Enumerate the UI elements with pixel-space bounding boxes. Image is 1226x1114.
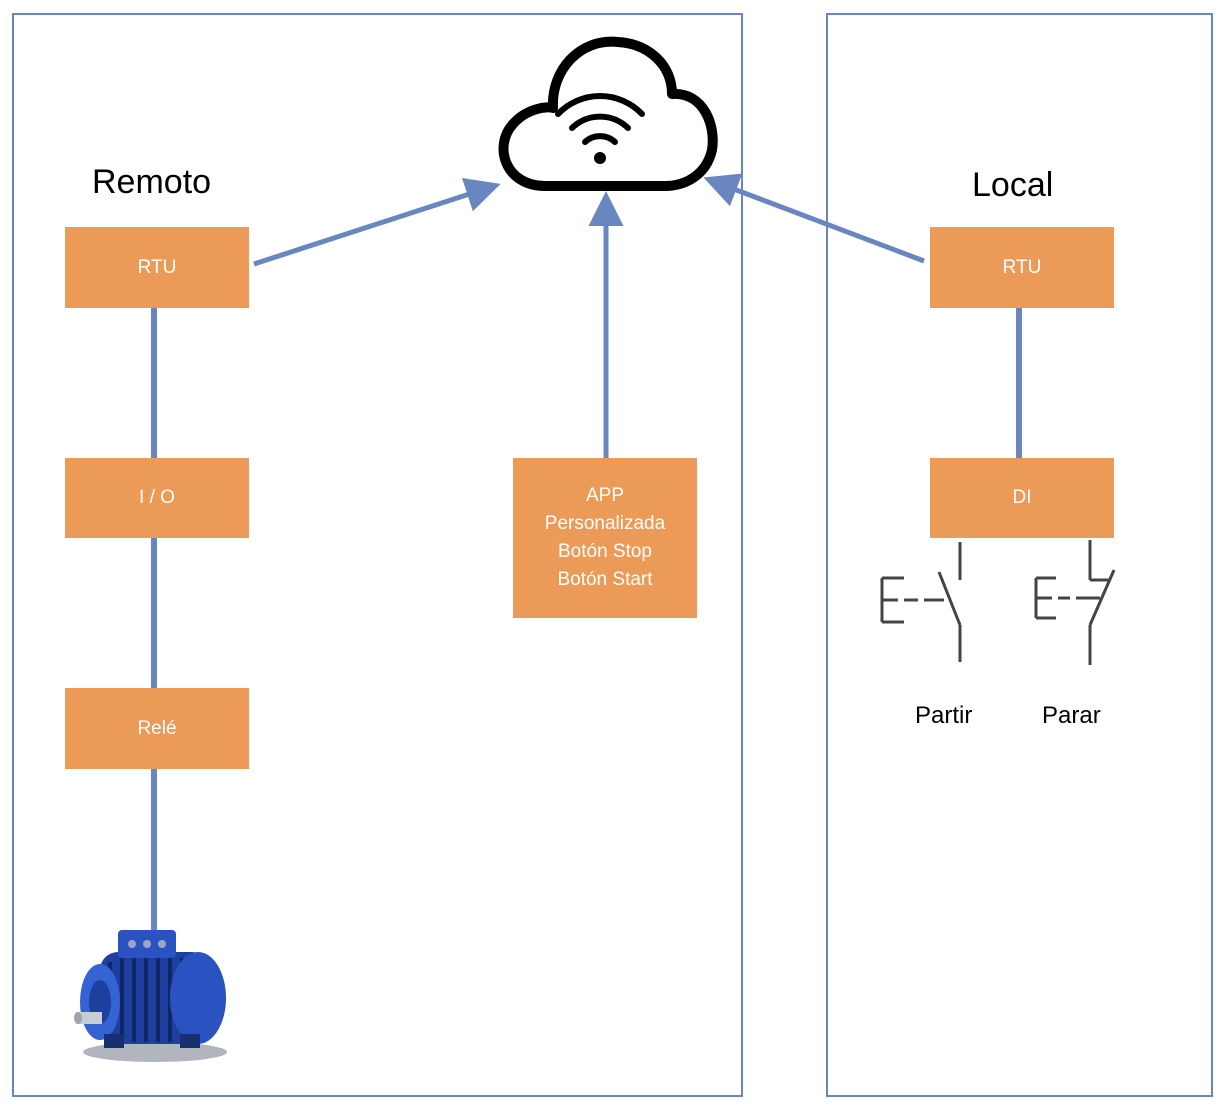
stop-switch-label: Parar	[1042, 702, 1101, 729]
remote-section-title: Remoto	[92, 163, 212, 201]
app-box: APP Personalizada Botón Stop Botón Start	[513, 458, 697, 618]
arrow-remote-rtu-to-cloud	[253, 178, 501, 267]
remote-rtu-box: RTU	[65, 227, 249, 308]
start-pushbutton-icon	[880, 542, 962, 662]
arrow-local-rtu-to-cloud	[703, 173, 925, 264]
di-box: DI	[930, 458, 1114, 538]
local-panel	[826, 13, 1213, 1097]
app-line-4: Botón Start	[557, 569, 653, 590]
di-label: DI	[1012, 487, 1032, 508]
cloud-wifi-icon	[498, 36, 718, 191]
stop-pushbutton-icon	[1034, 540, 1116, 665]
remote-rtu-label: RTU	[137, 256, 177, 278]
app-line-2: Personalizada	[544, 513, 666, 534]
io-box: I / O	[65, 458, 249, 538]
rele-box: Relé	[65, 688, 249, 769]
io-label: I / O	[139, 487, 175, 508]
remote-panel	[12, 13, 743, 1097]
electric-motor-icon	[74, 930, 227, 1062]
app-line-3: Botón Stop	[557, 541, 653, 562]
local-rtu-label: RTU	[1002, 256, 1042, 278]
local-rtu-box: RTU	[930, 227, 1114, 308]
start-switch-label: Partir	[915, 702, 973, 729]
app-line-1: APP	[585, 485, 625, 506]
local-section-title: Local	[972, 166, 1054, 204]
rele-label: Relé	[137, 717, 177, 739]
